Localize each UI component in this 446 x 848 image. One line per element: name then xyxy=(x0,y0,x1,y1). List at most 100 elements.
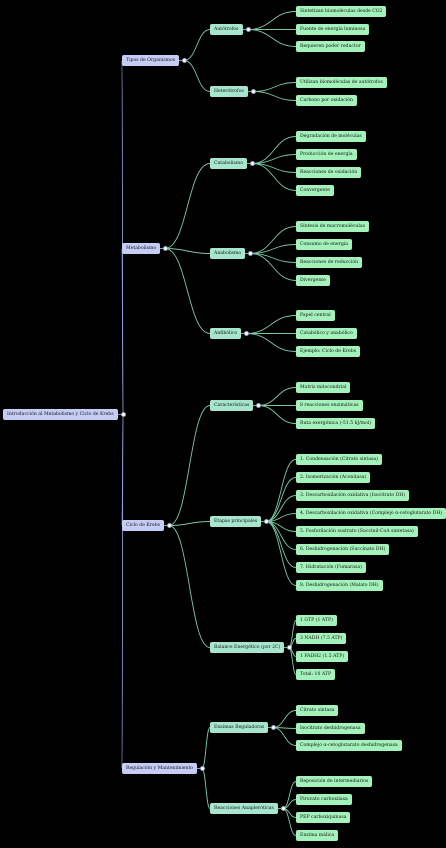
leaf[interactable]: Síntesis de macromoléculas xyxy=(296,221,369,232)
branch-regulacion[interactable]: Regulación y Mantenimiento xyxy=(122,763,198,774)
subbranch-catabolismo[interactable]: Catabolismo xyxy=(210,158,247,169)
leaf[interactable]: Catabólico y anabólico xyxy=(296,328,357,339)
leaf[interactable]: Matriz mitocondrial xyxy=(296,382,351,393)
subbranch-etapas[interactable]: Etapas principales xyxy=(210,516,262,527)
leaf[interactable]: Complejo α-cetoglutarato deshidrogenasa xyxy=(296,740,402,751)
subbranch-anapleroticas[interactable]: Reacciones Anapleróticas xyxy=(210,803,278,814)
link xyxy=(265,513,297,522)
leaf[interactable]: Convergente xyxy=(296,185,334,196)
link xyxy=(265,477,297,522)
link xyxy=(245,315,297,334)
leaf[interactable]: Requieren poder reductor xyxy=(296,41,365,52)
leaf[interactable]: Ruta exergónica (-51.5 kJ/mol) xyxy=(296,418,376,429)
link xyxy=(257,387,297,406)
link xyxy=(164,248,211,254)
subbranch-anabolismo[interactable]: Anabolismo xyxy=(210,248,246,259)
leaf[interactable]: 7. Hidratación (Fumarasa) xyxy=(296,562,366,573)
leaf[interactable]: 3 NADH (7.5 ATP) xyxy=(296,633,347,644)
collapse-toggle-icon[interactable] xyxy=(199,766,205,771)
collapse-toggle-icon[interactable] xyxy=(162,246,168,251)
collapse-toggle-icon[interactable] xyxy=(270,725,276,730)
collapse-toggle-icon[interactable] xyxy=(247,251,253,256)
leaf[interactable]: 8. Deshidrogenación (Malato DH) xyxy=(296,580,383,591)
collapse-toggle-icon[interactable] xyxy=(245,27,251,32)
link xyxy=(272,710,297,728)
leaf[interactable]: 1 GTP (1 ATP) xyxy=(296,615,337,626)
leaf[interactable]: 1 FADH2 (1.5 ATP) xyxy=(296,651,349,662)
root-node[interactable]: Introducción al Metabolismo y Ciclo de K… xyxy=(3,409,118,420)
leaf[interactable]: Reacciones de oxidación xyxy=(296,167,362,178)
subbranch-balance[interactable]: Balance Energético (por 2C) xyxy=(210,642,285,653)
subbranch-anfibolico[interactable]: Anfibólico xyxy=(210,328,242,339)
leaf[interactable]: Utilizan biomoléculas de autótrofos xyxy=(296,77,387,88)
leaf[interactable]: 5. Fosforilación sustrato (Succinil-CoA … xyxy=(296,526,418,537)
link xyxy=(249,226,297,254)
link xyxy=(164,163,211,249)
collapse-toggle-icon[interactable] xyxy=(249,161,255,166)
link xyxy=(247,29,297,47)
link xyxy=(252,82,297,92)
link xyxy=(183,29,211,61)
leaf[interactable]: Total: 10 ATP xyxy=(296,669,336,680)
collapse-toggle-icon[interactable] xyxy=(250,89,256,94)
subbranch-caracteristicas[interactable]: Características xyxy=(210,400,254,411)
link xyxy=(257,405,297,424)
link xyxy=(251,154,297,164)
link xyxy=(272,727,297,746)
leaf[interactable]: Piruvato carboxilasa xyxy=(296,794,352,805)
mindmap-canvas: Introducción al Metabolismo y Ciclo de K… xyxy=(3,6,446,841)
branch-metabolismo[interactable]: Metabolismo xyxy=(122,243,161,254)
collapse-toggle-icon[interactable] xyxy=(286,645,292,650)
link xyxy=(201,768,211,809)
collapse-toggle-icon[interactable] xyxy=(280,806,286,811)
leaf[interactable]: 8 reacciones enzimáticas xyxy=(296,400,363,411)
collapse-toggle-icon[interactable] xyxy=(255,403,261,408)
link xyxy=(168,405,211,526)
leaf[interactable]: Papel central xyxy=(296,310,335,321)
link xyxy=(252,91,297,101)
link xyxy=(249,244,297,254)
leaf[interactable]: Degradación de moléculas xyxy=(296,131,366,142)
leaf[interactable]: Sintetizan biomoléculas desde CO2 xyxy=(296,6,387,17)
leaf[interactable]: Consumo de energía xyxy=(296,239,352,250)
leaf[interactable]: PEP carboxiquinasa xyxy=(296,812,351,823)
leaf[interactable]: 6. Deshidrogenación (Succinato DH) xyxy=(296,544,390,555)
leaf[interactable]: Citrato sintasa xyxy=(296,705,339,716)
collapse-toggle-icon[interactable] xyxy=(181,58,187,63)
leaf[interactable]: Reposición de intermediarios xyxy=(296,776,373,787)
link xyxy=(249,253,297,281)
subbranch-heterotrofos[interactable]: Heterótrofos xyxy=(210,86,248,97)
leaf[interactable]: 3. Descarboxilación oxidativa (Isocitrat… xyxy=(296,490,410,501)
collapse-toggle-icon[interactable] xyxy=(166,523,172,528)
leaf[interactable]: Divergente xyxy=(296,275,330,286)
branch-tipos-de-organismos[interactable]: Tipos de Organismos xyxy=(122,55,180,66)
subbranch-autotrofos[interactable]: Autótrofos xyxy=(210,24,243,35)
leaf[interactable]: Enzima málica xyxy=(296,830,339,841)
link xyxy=(201,727,211,769)
link xyxy=(245,333,297,352)
leaf[interactable]: Carbono por oxidación xyxy=(296,95,357,106)
collapse-toggle-icon[interactable] xyxy=(120,412,126,417)
link xyxy=(265,459,297,522)
link xyxy=(121,248,124,415)
collapse-toggle-icon[interactable] xyxy=(243,331,249,336)
link xyxy=(168,525,211,648)
leaf[interactable]: 4. Descarboxilación oxidativa (Complejo … xyxy=(296,508,446,519)
leaf[interactable]: 1. Condensación (Citrato sintasa) xyxy=(296,454,382,465)
leaf[interactable]: Reacciones de reducción xyxy=(296,257,363,268)
link xyxy=(265,521,297,568)
link xyxy=(251,163,297,191)
branch-ciclo-de-krebs[interactable]: Ciclo de Krebs xyxy=(122,520,165,531)
subbranch-enzimas-reguladoras[interactable]: Enzimas Reguladoras xyxy=(210,722,269,733)
leaf[interactable]: Ejemplo: Ciclo de Krebs xyxy=(296,346,361,357)
leaf[interactable]: Producción de energía xyxy=(296,149,357,160)
leaf[interactable]: Isocitrato deshidrogenasa xyxy=(296,723,365,734)
link xyxy=(265,495,297,522)
link xyxy=(247,11,297,30)
link xyxy=(164,248,211,334)
leaf[interactable]: Fuente de energía luminosa xyxy=(296,24,370,35)
collapse-toggle-icon[interactable] xyxy=(263,519,269,524)
link xyxy=(168,521,211,526)
link xyxy=(265,521,297,586)
leaf[interactable]: 2. Isomerización (Aconitasa) xyxy=(296,472,371,483)
